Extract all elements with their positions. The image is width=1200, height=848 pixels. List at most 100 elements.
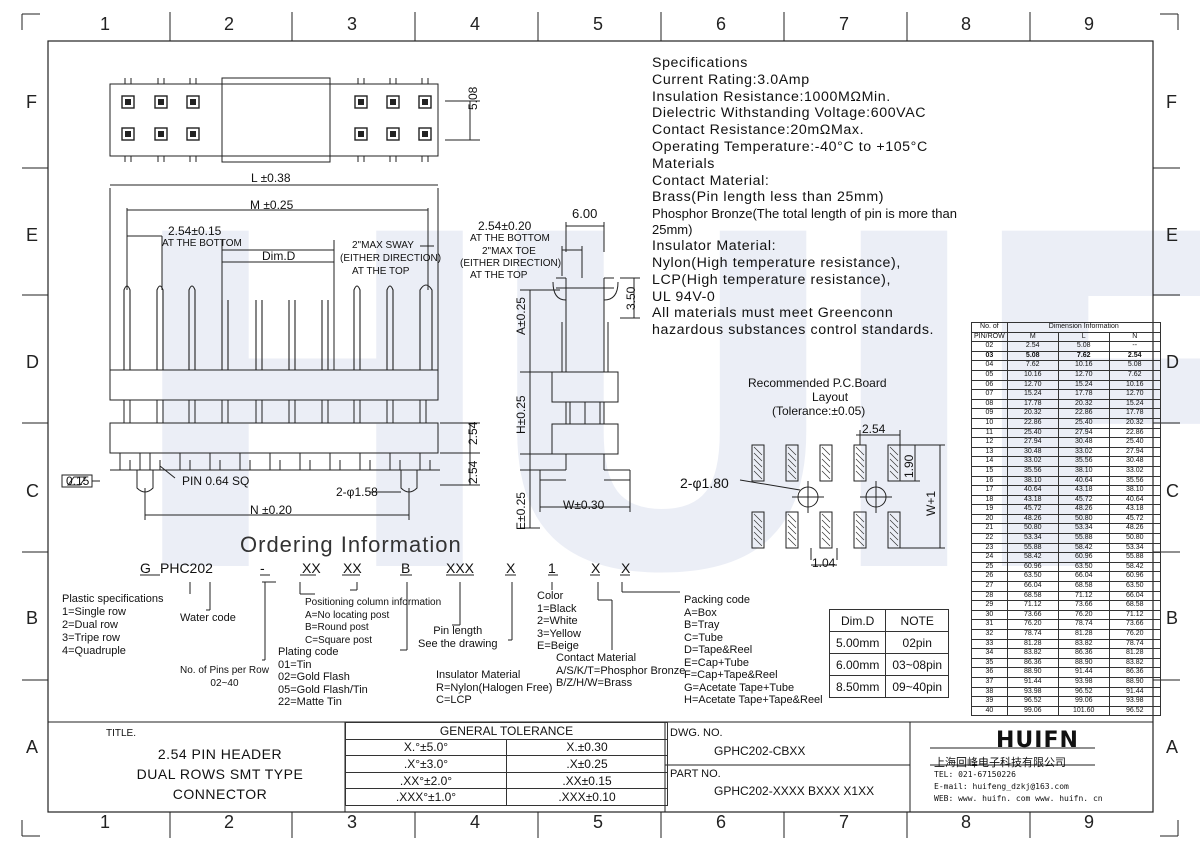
table-cell: 15.24 — [1057, 379, 1110, 391]
table-cell: 16 — [971, 475, 1008, 487]
table-cell: 30.48 — [1057, 437, 1110, 448]
table-cell: 96.52 — [1108, 705, 1161, 717]
table-cell: 27.94 — [1006, 437, 1059, 448]
table-cell: 53.34 — [1006, 533, 1059, 544]
plating-item: 01=Tin — [278, 658, 312, 671]
table-cell: 15 — [971, 465, 1008, 477]
table-cell: 5.08 — [1108, 360, 1161, 371]
pin-length-note: See the drawing — [418, 638, 498, 650]
spec-line: LCP(High temperature resistance), — [652, 271, 892, 288]
table-cell: 71.12 — [1057, 590, 1110, 602]
table-cell: 88.90 — [1006, 667, 1059, 678]
code-part: 1 — [548, 560, 556, 576]
table-cell: 43.18 — [1006, 494, 1059, 506]
dim-w: W±0.30 — [563, 498, 605, 512]
insulator-material: Insulator Material R=Nylon(Halogen Free)… — [436, 669, 552, 707]
table-row: No. of Dimension Information — [971, 322, 1161, 333]
table-cell: 66.04 — [1006, 581, 1059, 592]
table-cell: 34 — [971, 648, 1008, 659]
pins-title: No. of Pins per Row — [180, 665, 269, 676]
dim-h: H±0.25 — [514, 395, 528, 434]
toe-label: 2"MAX TOE — [482, 246, 536, 257]
table-cell: 81.28 — [1057, 629, 1110, 640]
company-web: WEB: www. huifn. com www. huifn. cn — [934, 794, 1103, 803]
table-header: Dim.D — [828, 609, 887, 632]
table-cell: 27 — [971, 581, 1008, 592]
table-cell: 60.96 — [1108, 571, 1161, 583]
table-cell: 23 — [971, 542, 1008, 554]
table-cell: 12.70 — [1057, 369, 1110, 381]
pcb-phi180: 2-φ1.80 — [680, 475, 729, 491]
pin-length-title: Pin length — [433, 625, 483, 637]
grid-col: 7 — [839, 812, 850, 832]
grid-row: C — [26, 481, 39, 501]
table-cell: 45.72 — [1057, 494, 1110, 506]
table-cell: 12.70 — [1006, 379, 1059, 391]
table-cell: 09~40pin — [885, 675, 950, 698]
toe-direction: (EITHER DIRECTION) — [460, 258, 562, 269]
table-cell: 99.06 — [1057, 696, 1110, 707]
table-cell: 2.54 — [1006, 341, 1059, 352]
table-cell: 30 — [971, 609, 1008, 621]
dwg-number: GPHC202-CBXX — [714, 744, 806, 758]
table-cell: 45.72 — [1108, 513, 1161, 525]
part-number: GPHC202-XXXX BXXX X1XX — [714, 784, 875, 798]
grid-row: A — [1166, 737, 1179, 757]
table-cell: 63.50 — [1057, 561, 1110, 573]
table-cell: 83.82 — [1006, 648, 1059, 659]
table-cell: 17.78 — [1108, 408, 1161, 419]
side-at-bottom: AT THE BOTTOM — [470, 233, 550, 244]
grid-row: F — [1166, 92, 1177, 112]
code-part: X — [506, 560, 516, 576]
table-cell: 33.02 — [1057, 446, 1110, 458]
table-cell: 63.50 — [1108, 581, 1161, 592]
table-cell: .XXX°±1.0° — [345, 788, 507, 806]
dim-m: M ±0.25 — [250, 198, 294, 212]
packing-item: C=Tube — [684, 631, 724, 644]
table-cell: 40.64 — [1057, 475, 1110, 487]
table-cell: 81.28 — [1108, 648, 1161, 659]
table-cell: 2.54 — [1108, 350, 1161, 362]
table-header: PIN/ROW — [971, 331, 1008, 343]
table-cell: 08 — [971, 398, 1008, 410]
packing-title: Packing code — [684, 594, 751, 606]
table-row: GENERAL TOLERANCE — [345, 722, 668, 740]
table-cell: 43.18 — [1057, 485, 1110, 496]
table-cell: 20.32 — [1057, 398, 1110, 410]
positioning-info: Positioning column information A=No loca… — [305, 597, 441, 647]
grid-row: B — [1166, 608, 1179, 628]
grid-row: D — [1166, 352, 1179, 372]
table-cell: 04 — [971, 360, 1008, 371]
table-cell: 28 — [971, 590, 1008, 602]
title-label: TITLE. — [106, 728, 137, 739]
sway-top: AT THE TOP — [352, 266, 410, 277]
table-cell: 38.10 — [1057, 465, 1110, 477]
spec-line: UL 94V-0 — [652, 288, 716, 305]
plastic-item: 1=Single row — [62, 606, 126, 618]
table-cell: 78.74 — [1057, 619, 1110, 630]
table-cell: 96.52 — [1057, 686, 1110, 698]
table-cell: 40.64 — [1006, 485, 1059, 496]
color-item: E=Beige — [537, 640, 579, 652]
table-cell: 13 — [971, 446, 1008, 458]
packing-item: G=Acetate Tape+Tube — [684, 681, 795, 694]
table-cell: 86.36 — [1108, 667, 1161, 678]
table-cell: 35.56 — [1006, 465, 1059, 477]
code-part: PHC202 — [160, 560, 213, 576]
table-cell: 35.56 — [1108, 475, 1161, 487]
table-cell: 20.32 — [1006, 408, 1059, 419]
sway-direction: (EITHER DIRECTION) — [340, 253, 442, 264]
spec-line: Materials — [652, 155, 715, 172]
company-name: 上海回峰电子科技有限公司 — [934, 757, 1066, 769]
